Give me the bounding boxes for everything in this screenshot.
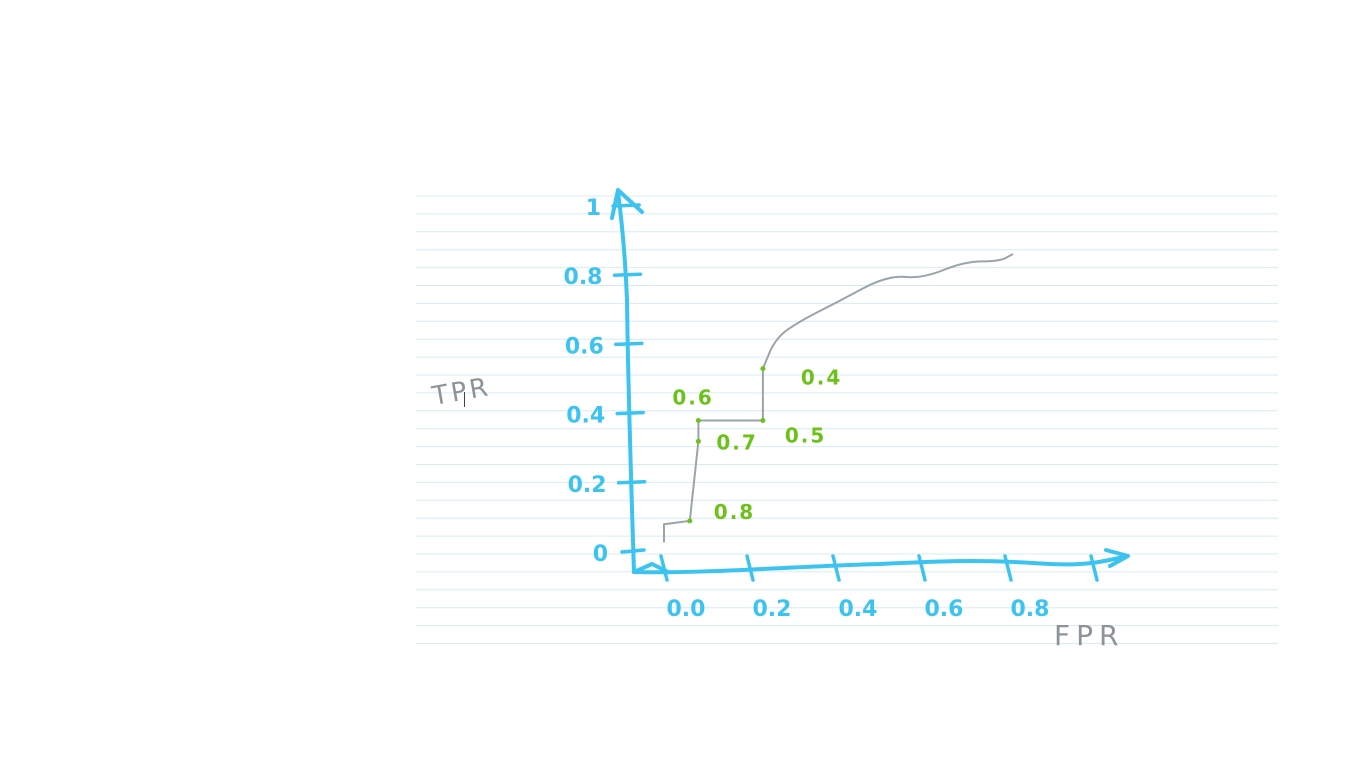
y-tick-labels: 0 0.2 0.4 0.6 0.8 1	[564, 196, 608, 567]
y-tick-label: 0.8	[564, 265, 603, 290]
x-tick-label: 0.2	[753, 597, 792, 622]
y-tick-mark	[615, 410, 645, 416]
x-tick-label: 0.8	[1011, 597, 1050, 622]
y-tick-label: 1	[586, 196, 601, 221]
threshold-point	[695, 418, 701, 423]
axes	[610, 188, 1130, 582]
y-axis-line	[616, 190, 636, 574]
x-tick-label: 0.6	[925, 597, 964, 622]
x-tick-mark	[659, 554, 669, 582]
x-tick-mark	[1003, 554, 1013, 582]
x-tick-marks	[659, 554, 1099, 582]
y-axis-title: TPR	[429, 372, 493, 412]
text-cursor	[464, 392, 465, 407]
x-axis-title: FPR	[1054, 619, 1124, 652]
roc-curve-series	[663, 253, 1014, 543]
threshold-point	[687, 518, 693, 524]
x-axis-arrowhead	[1104, 548, 1130, 568]
x-tick-mark	[917, 554, 927, 582]
y-tick-mark	[612, 272, 643, 277]
y-tick-label: 0.4	[566, 404, 605, 429]
y-tick-label: 0.2	[568, 473, 607, 498]
threshold-point	[760, 366, 766, 372]
threshold-label: 0.7	[716, 430, 757, 454]
x-axis-line	[632, 554, 1129, 575]
x-tick-mark	[1089, 554, 1099, 582]
y-tick-label: 0	[593, 542, 608, 567]
threshold-labels: 0.8 0.70.6 0.5 0.4	[672, 366, 842, 524]
x-tick-labels: 0.0 0.2 0.4 0.6 0.8	[667, 597, 1050, 622]
y-tick-marks	[611, 203, 647, 554]
x-tick-mark	[831, 554, 841, 582]
x-tick-mark	[745, 554, 755, 582]
threshold-label: 0.4	[801, 366, 842, 390]
threshold-label: 0.8	[714, 500, 755, 524]
threshold-point	[695, 438, 701, 444]
y-tick-label: 0.6	[565, 334, 604, 359]
y-tick-mark	[614, 341, 644, 347]
x-tick-label: 0.4	[839, 597, 878, 622]
notebook-ruled-lines	[416, 195, 1278, 644]
y-tick-mark	[611, 203, 641, 208]
threshold-label: 0.5	[785, 424, 826, 448]
x-tick-label: 0.0	[667, 597, 706, 622]
threshold-point	[760, 418, 766, 423]
threshold-label: 0.6	[672, 386, 713, 410]
y-tick-mark	[620, 548, 646, 554]
y-tick-mark	[616, 480, 647, 485]
threshold-points	[687, 366, 766, 524]
